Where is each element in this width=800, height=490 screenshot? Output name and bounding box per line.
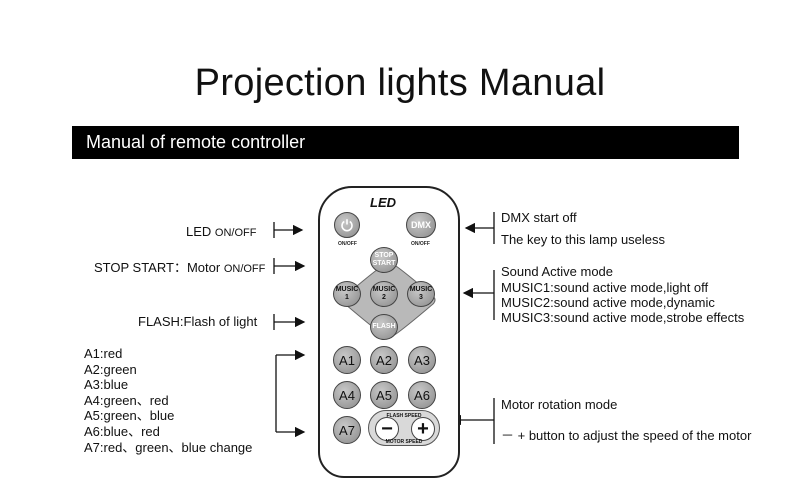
a-list-item: A5:green、blue [84, 408, 175, 424]
a5-button[interactable]: A5 [370, 381, 398, 409]
label-a-list: A1:red A2:green A3:blue A4:green、red A5:… [84, 346, 252, 455]
a7-button[interactable]: A7 [333, 416, 361, 444]
label-dmx-title: DMX start off [501, 210, 577, 225]
music1-button[interactable]: MUSIC 1 [333, 281, 361, 307]
music2-button[interactable]: MUSIC 2 [370, 281, 398, 307]
power-icon [341, 219, 353, 232]
minus-button[interactable]: − [375, 417, 399, 441]
section-header-text: Manual of remote controller [86, 132, 306, 152]
section-header: Manual of remote controller [72, 126, 739, 159]
label-motor-desc: － + button to adjust the speed of the mo… [501, 428, 752, 443]
power-caption: ON/OFF [338, 241, 357, 247]
label-sound-2: MUSIC2:sound active mode,dynamic [501, 295, 715, 310]
plus-button[interactable]: + [411, 417, 435, 441]
dmx-caption: ON/OFF [411, 241, 430, 247]
a-list-item: A4:green、red [84, 392, 169, 408]
a1-button[interactable]: A1 [333, 346, 361, 374]
a3-button[interactable]: A3 [408, 346, 436, 374]
a-list-item: A1:red [84, 346, 123, 361]
speed-control: FLASH SPEED − + MOTOR SPEED [368, 410, 440, 446]
music3-button[interactable]: MUSIC 3 [407, 281, 435, 307]
flash-speed-caption: FLASH SPEED [386, 413, 422, 419]
a-list-item: A6:blue、red [84, 423, 160, 439]
label-motor-title: Motor rotation mode [501, 397, 618, 412]
page-title: Projection lights Manual [194, 62, 606, 104]
a4-button[interactable]: A4 [333, 381, 361, 409]
label-dmx-desc: The key to this lamp useless [501, 232, 666, 247]
a-list-item: A2:green [84, 361, 137, 377]
a-list-item: A7:red、green、blue change [84, 439, 253, 455]
label-flash: FLASH:Flash of light [138, 314, 258, 329]
remote-brand: LED [370, 195, 396, 210]
stop-start-button[interactable]: STOP START [370, 247, 398, 273]
a6-button[interactable]: A6 [408, 381, 436, 409]
flash-button[interactable]: FLASH [370, 314, 398, 340]
label-sound-3: MUSIC3:sound active mode,strobe effects [501, 310, 745, 325]
a2-button[interactable]: A2 [370, 346, 398, 374]
label-stop-start: STOP START：Motor ON/OFF [94, 260, 266, 275]
label-sound-title: Sound Active mode [501, 264, 614, 279]
label-led: LED ON/OFF [186, 224, 257, 239]
a-list-item: A3:blue [84, 377, 129, 393]
motor-speed-caption: MOTOR SPEED [385, 439, 423, 445]
dmx-button[interactable]: DMX [406, 212, 436, 238]
power-button[interactable] [334, 212, 360, 238]
label-sound-1: MUSIC1:sound active mode,light off [501, 280, 709, 295]
